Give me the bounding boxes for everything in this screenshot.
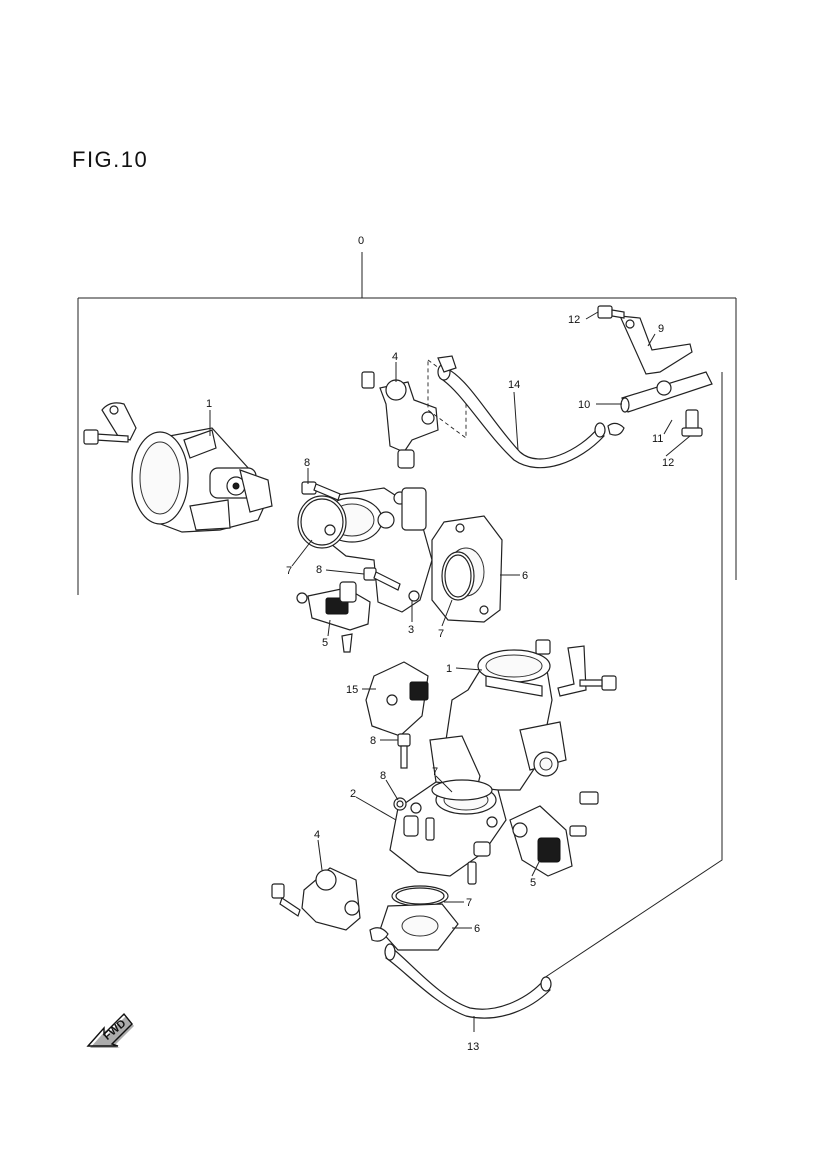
bolt-8-upper-b [363, 567, 401, 591]
callout-5-upper: 5 [322, 637, 328, 649]
callout-10: 10 [578, 399, 590, 411]
sensor-lower [509, 791, 599, 877]
callout-8-lower-a: 8 [370, 735, 376, 747]
vacuum-fitting-lower [271, 867, 389, 942]
callout-9: 9 [658, 323, 664, 335]
throttle-cable-bracket-upper [83, 402, 137, 445]
bolt-8-lower-a [397, 733, 411, 769]
throttle-body-lower [429, 639, 567, 801]
breather-bracket [619, 315, 693, 375]
fwd-arrow-icon: FWD [86, 1012, 134, 1048]
leader-lines [209, 311, 691, 1032]
o-ring-lower-top [431, 779, 493, 801]
bolt-8-upper-a [301, 481, 341, 501]
bolt-upper-right [597, 305, 625, 319]
o-ring-lower-bottom [391, 885, 449, 907]
throttle-body-upper [131, 427, 273, 533]
callout-8-upper-a: 8 [304, 457, 310, 469]
throttle-cable-bracket-lower [557, 645, 617, 697]
throttle-position-sensor [365, 661, 429, 737]
callout-4-upper: 4 [392, 351, 398, 363]
o-ring-upper-right [441, 551, 475, 601]
assembly-bracket [77, 252, 737, 979]
breather-tube [620, 371, 713, 413]
callout-12-bottom: 12 [662, 457, 674, 469]
callout-6-lower: 6 [474, 923, 480, 935]
vacuum-hose-lower [384, 943, 552, 1019]
callout-7-upper-left: 7 [286, 565, 292, 577]
bolt-8-lower-b [393, 797, 477, 885]
callout-1-lower: 1 [446, 663, 452, 675]
insulator-flange-lower [379, 903, 459, 951]
figure-title: FIG.10 [72, 147, 149, 172]
callout-8-upper-b: 8 [316, 564, 322, 576]
callout-7-lower-top: 7 [432, 766, 438, 778]
o-ring-upper-left [297, 495, 347, 549]
callout-4-lower: 4 [314, 829, 320, 841]
bolt-lower-right [681, 409, 703, 437]
callout-7-upper-right: 7 [438, 628, 444, 640]
callout-1-upper: 1 [206, 398, 212, 410]
callout-labels: 0 12 9 4 14 1 10 11 12 8 7 8 6 5 3 7 1 1… [206, 235, 674, 1053]
vacuum-hose-upper [437, 355, 606, 469]
callout-14: 14 [508, 379, 520, 391]
sensor-upper [296, 581, 371, 653]
callout-8-lower-b: 8 [380, 770, 386, 782]
callout-0: 0 [358, 235, 364, 247]
callout-11: 11 [652, 433, 663, 445]
hose-clamp-right [607, 422, 625, 436]
callout-7-lower-bottom: 7 [466, 897, 472, 909]
callout-12-top: 12 [568, 314, 580, 326]
callout-6-upper: 6 [522, 570, 528, 582]
callout-15: 15 [346, 684, 358, 696]
callout-2: 2 [350, 788, 356, 800]
callout-3: 3 [408, 624, 414, 636]
callout-13: 13 [467, 1041, 479, 1053]
callout-5-lower: 5 [530, 877, 536, 889]
vacuum-fitting-upper [361, 371, 439, 469]
